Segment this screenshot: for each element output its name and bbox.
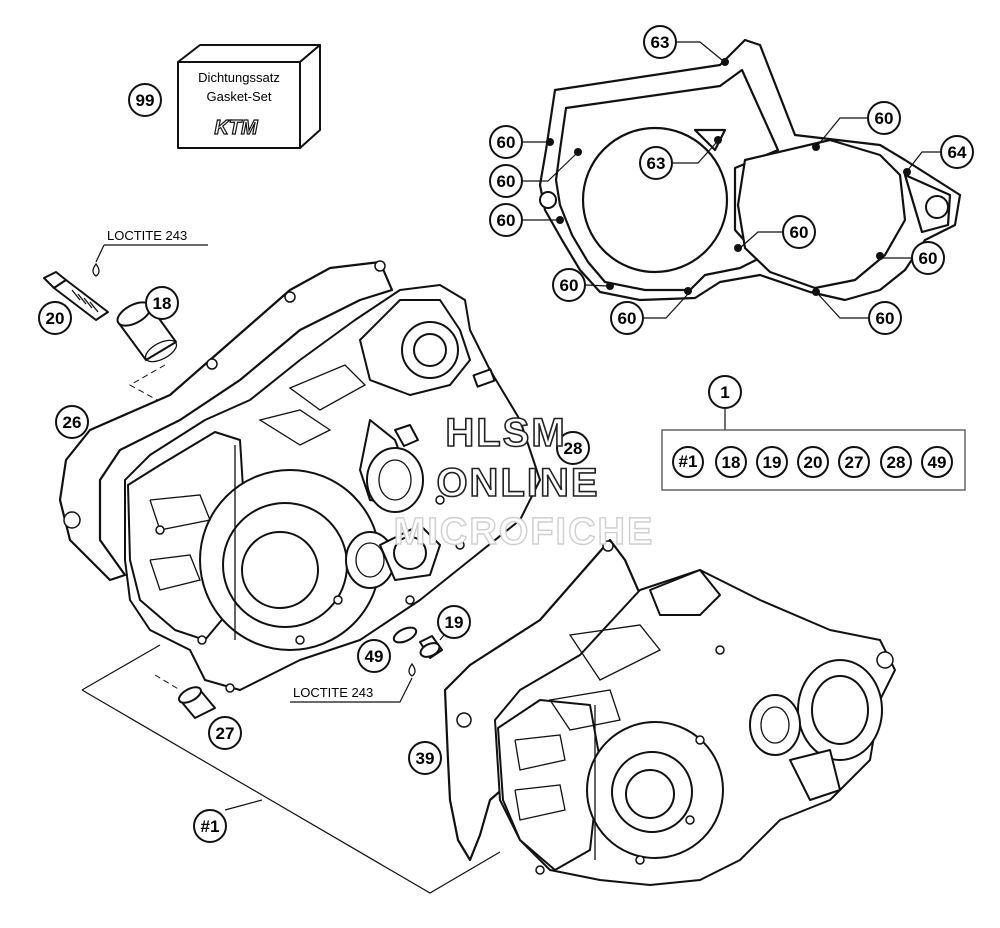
- set-item-49[interactable]: 49: [921, 446, 953, 478]
- callout-60-7[interactable]: 60: [911, 241, 945, 275]
- watermark-line2: ONLINE: [436, 461, 599, 505]
- svg-text:20: 20: [804, 453, 823, 472]
- svg-text:39: 39: [416, 749, 435, 768]
- loctite-label-bottom: LOCTITE 243: [293, 685, 373, 700]
- svg-text:#1: #1: [679, 452, 698, 471]
- loctite-label-top: LOCTITE 243: [107, 228, 187, 243]
- svg-text:64: 64: [948, 143, 967, 162]
- watermark-line3: MICROFICHE: [394, 511, 655, 553]
- callout-60-1[interactable]: 60: [489, 125, 523, 159]
- callout-63-top[interactable]: 63: [643, 25, 677, 59]
- callout-60-3[interactable]: 60: [489, 203, 523, 237]
- svg-text:18: 18: [722, 453, 741, 472]
- loctite-drop-icon: [92, 262, 100, 277]
- plug-screw-part-19: [419, 635, 443, 659]
- callout-60-6[interactable]: 60: [868, 301, 902, 335]
- screw-part-20: [43, 271, 109, 321]
- svg-text:28: 28: [887, 453, 906, 472]
- svg-text:49: 49: [928, 453, 947, 472]
- callout-27[interactable]: 27: [208, 716, 242, 750]
- svg-text:20: 20: [46, 309, 65, 328]
- callout-99[interactable]: 99: [128, 83, 162, 117]
- callout-28[interactable]: 28: [556, 431, 590, 465]
- set-item-28[interactable]: 28: [880, 446, 912, 478]
- watermark: HLSM ONLINE MICROFICHE: [393, 410, 655, 554]
- set-item-18[interactable]: 18: [715, 446, 747, 478]
- svg-text:60: 60: [790, 223, 809, 242]
- callout-60-4[interactable]: 60: [552, 268, 586, 302]
- callout-60-2[interactable]: 60: [489, 164, 523, 198]
- svg-text:26: 26: [63, 413, 82, 432]
- svg-text:60: 60: [919, 249, 938, 268]
- svg-text:60: 60: [618, 309, 637, 328]
- svg-text:60: 60: [875, 109, 894, 128]
- svg-text:18: 18: [153, 294, 172, 313]
- svg-text:60: 60: [876, 309, 895, 328]
- callout-49[interactable]: 49: [357, 639, 391, 673]
- callout-hash1[interactable]: #1: [193, 809, 227, 843]
- kit-box-line1: Dichtungssatz: [198, 70, 280, 85]
- svg-text:63: 63: [647, 154, 666, 173]
- right-crankcase-half: [494, 569, 896, 886]
- left-crankcase-half: [124, 284, 541, 693]
- callout-39[interactable]: 39: [408, 741, 442, 775]
- svg-text:27: 27: [216, 724, 235, 743]
- dowel-sleeve-part-27: [178, 686, 216, 719]
- loctite-drop-icon-2: [408, 662, 416, 677]
- callout-20[interactable]: 20: [38, 301, 72, 335]
- washer-part-49: [392, 626, 418, 644]
- set-item-20[interactable]: 20: [797, 446, 829, 478]
- callout-1[interactable]: 1: [708, 375, 742, 409]
- clutch-cover-gasket: [538, 38, 962, 302]
- svg-text:63: 63: [651, 33, 670, 52]
- gasket-kit-box: Dichtungssatz Gasket-Set KTM: [177, 44, 321, 149]
- svg-text:19: 19: [445, 613, 464, 632]
- callout-19[interactable]: 19: [437, 605, 471, 639]
- callout-60-5[interactable]: 60: [610, 301, 644, 335]
- left-case-gasket-26: [58, 260, 394, 582]
- kit-box-line2: Gasket-Set: [206, 89, 271, 104]
- svg-text:#1: #1: [201, 817, 220, 836]
- svg-text:49: 49: [365, 647, 384, 666]
- set-item-hash1[interactable]: #1: [672, 446, 704, 478]
- svg-text:60: 60: [560, 276, 579, 295]
- svg-text:60: 60: [497, 133, 516, 152]
- svg-text:27: 27: [845, 453, 864, 472]
- callout-26[interactable]: 26: [55, 405, 89, 439]
- svg-text:60: 60: [497, 172, 516, 191]
- svg-text:19: 19: [763, 453, 782, 472]
- set-item-19[interactable]: 19: [756, 446, 788, 478]
- callout-63-mid[interactable]: 63: [639, 146, 673, 180]
- callout-18[interactable]: 18: [145, 286, 179, 320]
- svg-text:1: 1: [720, 383, 729, 402]
- svg-text:99: 99: [136, 91, 155, 110]
- callout-64[interactable]: 64: [940, 135, 974, 169]
- svg-text:60: 60: [497, 211, 516, 230]
- watermark-line1: HLSM: [445, 411, 566, 455]
- callout-60-9[interactable]: 60: [867, 101, 901, 135]
- ktm-logo: KTM: [214, 117, 259, 139]
- set-item-27[interactable]: 27: [838, 446, 870, 478]
- svg-text:28: 28: [564, 439, 583, 458]
- callout-60-8[interactable]: 60: [782, 215, 816, 249]
